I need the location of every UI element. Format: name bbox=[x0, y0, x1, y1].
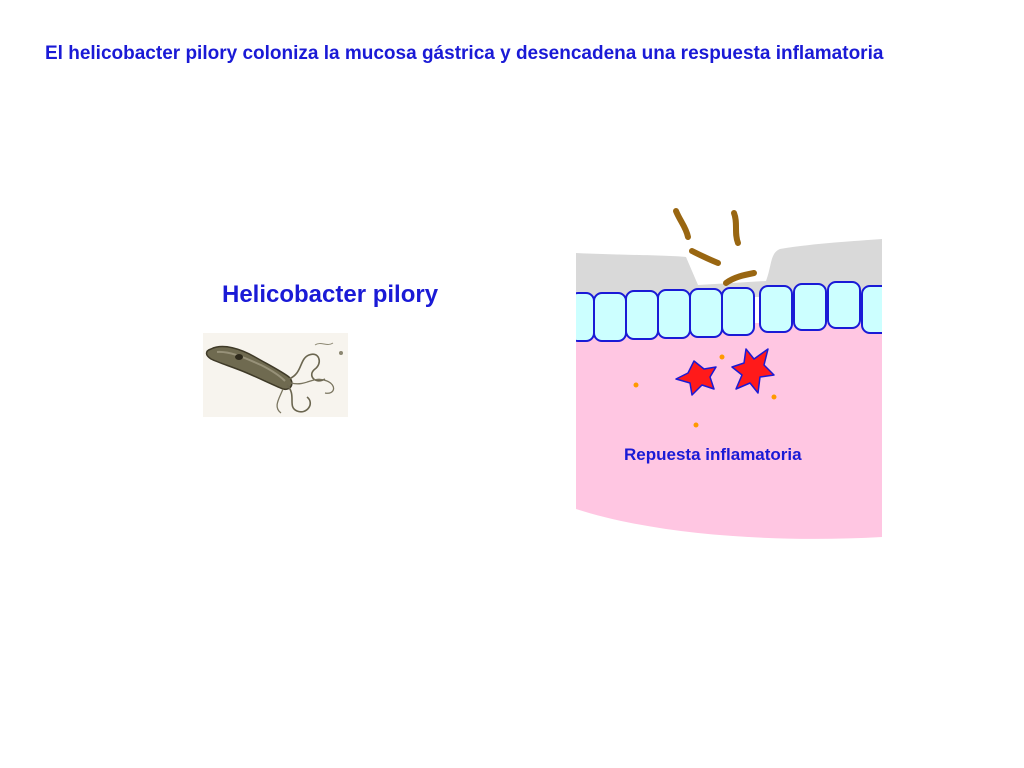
inflammatory-response-label: Repuesta inflamatoria bbox=[624, 445, 802, 464]
bacteria-label: Helicobacter pilory bbox=[222, 281, 439, 308]
slide-title: El helicobacter pilory coloniza la mucos… bbox=[45, 43, 884, 64]
epithelial-cell-layer bbox=[576, 281, 882, 342]
cytokine-dots bbox=[633, 354, 777, 428]
lamina-propria bbox=[576, 323, 882, 539]
mucus-layer bbox=[576, 239, 882, 297]
helicobacter-bacteria bbox=[673, 208, 757, 286]
inflammatory-cells bbox=[675, 348, 775, 396]
helicobacter-micrograph-icon bbox=[203, 333, 348, 417]
gastric-mucosa-diagram bbox=[576, 208, 882, 539]
